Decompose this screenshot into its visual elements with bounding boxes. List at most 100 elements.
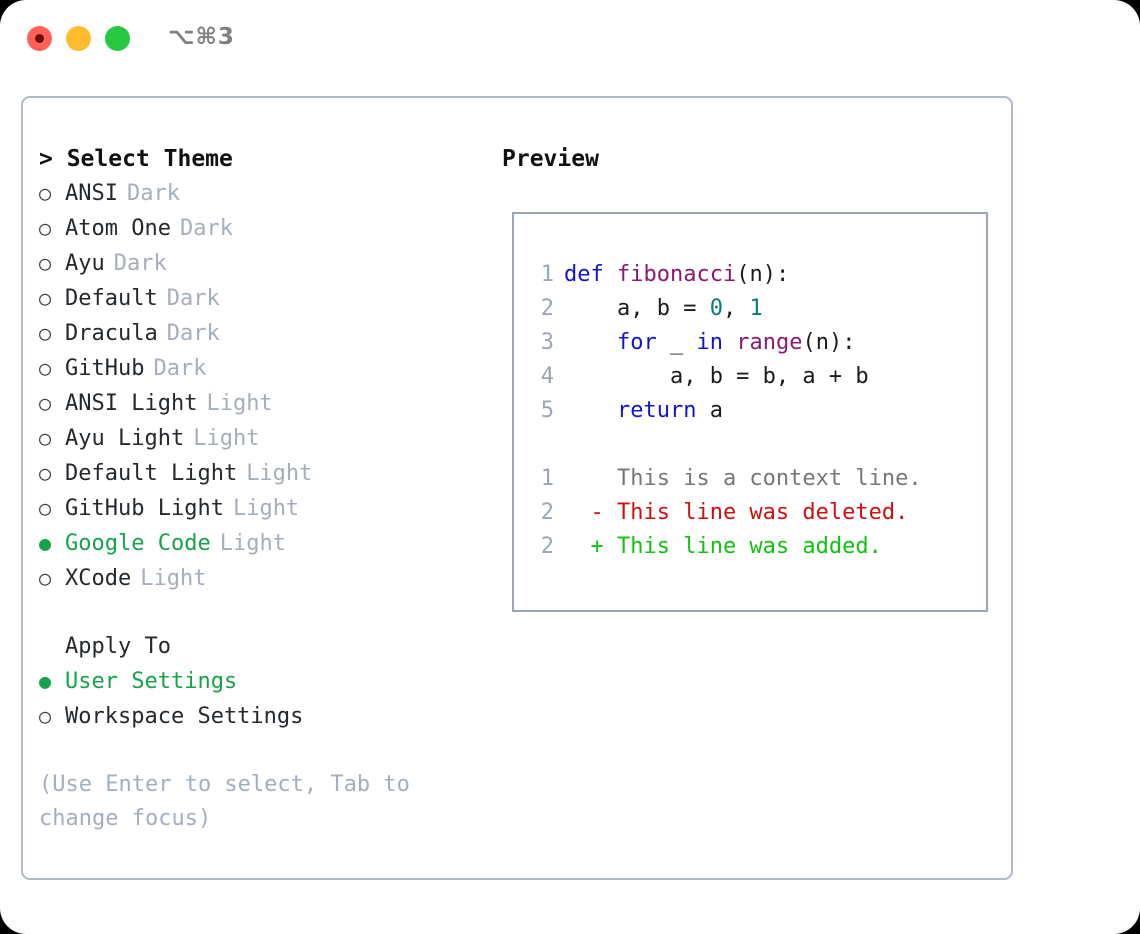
traffic-light-group — [27, 26, 130, 51]
diff-text: This line was added. — [616, 534, 882, 559]
code-token-txt: a, b = b, a + b — [564, 364, 869, 389]
theme-variant-tag: Dark — [179, 216, 233, 241]
code-token-fn: range — [736, 330, 803, 355]
code-line: 3 for _ in range(n): — [530, 326, 986, 360]
theme-list-item[interactable]: ○ GitHub Dark — [39, 351, 489, 386]
apply-to-option[interactable]: ●User Settings — [39, 664, 489, 699]
keyboard-shortcut-label: ⌥⌘3 — [168, 24, 235, 50]
theme-name-label: Ayu — [65, 251, 105, 276]
radio-unselected-icon[interactable]: ○ — [39, 356, 52, 380]
theme-variant-tag: Light — [232, 496, 300, 521]
theme-name-label: ANSI — [65, 181, 118, 206]
theme-list-item[interactable]: ● Google Code Light — [39, 526, 489, 561]
radio-selected-icon[interactable]: ● — [39, 669, 52, 693]
theme-variant-tag: Light — [219, 531, 286, 556]
radio-unselected-icon[interactable]: ○ — [39, 704, 52, 728]
code-line-content: a, b = b, a + b — [564, 360, 869, 394]
line-number: 3 — [540, 330, 554, 355]
apply-to-option[interactable]: ○ Workspace Settings — [39, 699, 489, 734]
theme-list-item[interactable]: ○ GitHub Light Light — [39, 491, 489, 526]
radio-unselected-icon[interactable]: ○ — [39, 391, 52, 415]
keyboard-hint-text: (Use Enter to select, Tab to change focu… — [39, 772, 424, 831]
theme-name-label: Google Code — [65, 531, 211, 556]
theme-list-item[interactable]: ○ Atom One Dark — [39, 211, 489, 246]
diff-line-content: + This line was added. — [564, 530, 882, 564]
radio-unselected-icon[interactable]: ○ — [39, 181, 52, 205]
theme-name-label: GitHub Light — [65, 496, 224, 521]
diff-line-number: 1 — [540, 466, 554, 491]
diff-marker: - — [564, 500, 617, 525]
diff-text: This is a context line. — [616, 466, 922, 491]
radio-unselected-icon[interactable]: ○ — [39, 251, 52, 275]
diff-line-number: 2 — [540, 534, 554, 559]
code-token-kw: in — [696, 330, 723, 355]
theme-name-label: XCode — [65, 566, 132, 591]
apply-to-list: ●User Settings ○ Workspace Settings — [39, 664, 489, 734]
code-token-num: 0 — [709, 296, 723, 321]
theme-variant-tag: Light — [206, 391, 273, 416]
code-line-content: a, b = 0, 1 — [564, 292, 763, 326]
line-number: 4 — [540, 364, 554, 389]
preview-title: Preview — [502, 146, 599, 172]
line-number: 1 — [540, 262, 554, 287]
theme-variant-tag: Dark — [113, 251, 167, 276]
radio-selected-icon[interactable]: ● — [39, 531, 52, 555]
select-theme-header: > Select Theme — [39, 146, 233, 172]
code-line-content: def fibonacci(n): — [564, 258, 789, 292]
theme-variant-tag: Dark — [126, 181, 180, 206]
theme-variant-tag: Dark — [153, 356, 207, 381]
code-line-content: return a — [564, 394, 723, 428]
diff-marker: + — [564, 534, 617, 559]
theme-variant-tag: Light — [246, 461, 313, 486]
minimize-button[interactable] — [66, 26, 91, 51]
code-token-txt: , — [722, 296, 750, 321]
code-line: 2 a, b = 0, 1 — [530, 292, 986, 326]
code-token-txt — [564, 398, 617, 423]
theme-variant-tag: Light — [140, 566, 207, 591]
theme-list-item[interactable]: ○ Ayu Dark — [39, 246, 489, 281]
radio-unselected-icon[interactable]: ○ — [39, 286, 52, 310]
close-button[interactable] — [27, 26, 52, 51]
theme-variant-tag: Dark — [166, 286, 220, 311]
theme-list-item[interactable]: ○ XCode Light — [39, 561, 489, 596]
title-bar: ⌥⌘3 — [0, 0, 1140, 78]
theme-name-label: Ayu Light — [65, 426, 185, 451]
theme-list-item[interactable]: ○ ANSI Light Light — [39, 386, 489, 421]
code-token-txt: a — [696, 398, 723, 423]
theme-name-label: Dracula — [65, 321, 158, 346]
line-number: 2 — [540, 296, 554, 321]
diff-line: 2 + This line was added. — [530, 530, 986, 564]
theme-name-label: ANSI Light — [65, 391, 198, 416]
maximize-button[interactable] — [105, 26, 130, 51]
diff-marker — [564, 466, 617, 491]
diff-line: 2 - This line was deleted. — [530, 496, 986, 530]
code-token-kw: for — [616, 330, 657, 355]
apply-to-label: Apply To — [65, 634, 171, 659]
code-token-num: 1 — [749, 296, 763, 321]
theme-list-item[interactable]: ○ ANSI Dark — [39, 176, 489, 211]
radio-unselected-icon[interactable]: ○ — [39, 566, 52, 590]
radio-unselected-icon[interactable]: ○ — [39, 426, 52, 450]
radio-unselected-icon[interactable]: ○ — [39, 216, 52, 240]
code-token-txt: _ — [656, 330, 697, 355]
theme-name-label: GitHub — [65, 356, 145, 381]
code-line: 5 return a — [530, 394, 986, 428]
radio-unselected-icon[interactable]: ○ — [39, 496, 52, 520]
diff-text: This line was deleted. — [616, 500, 909, 525]
theme-name-label: Atom One — [65, 216, 171, 241]
apply-to-option-label: Workspace Settings — [65, 704, 304, 729]
radio-unselected-icon[interactable]: ○ — [39, 321, 52, 345]
code-line-content: for _ in range(n): — [564, 326, 855, 360]
radio-unselected-icon[interactable]: ○ — [39, 461, 52, 485]
code-token-txt: (n): — [736, 262, 790, 287]
